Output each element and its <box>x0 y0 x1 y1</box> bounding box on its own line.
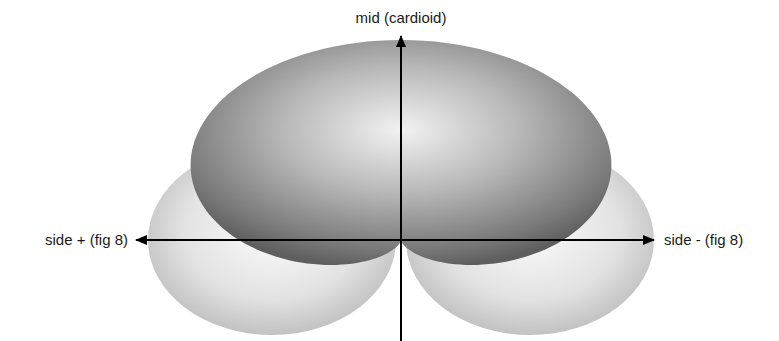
mid-axis <box>400 36 402 341</box>
side-axis-left <box>136 239 400 241</box>
mid-axis-label: mid (cardioid) <box>356 9 447 27</box>
side-axis-right <box>400 239 654 241</box>
side-minus-label: side - (fig 8) <box>664 231 743 249</box>
side-plus-label: side + (fig 8) <box>45 231 128 249</box>
